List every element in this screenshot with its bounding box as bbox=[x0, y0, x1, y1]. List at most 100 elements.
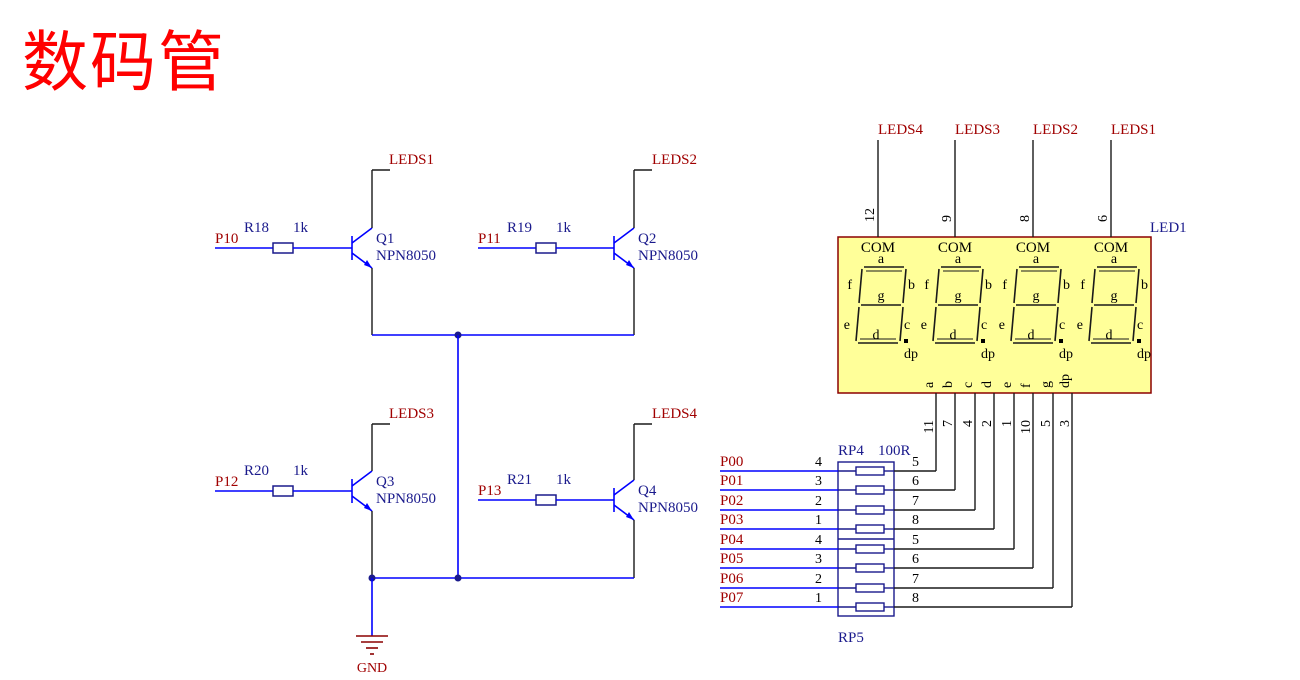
transistor-part-label: NPN8050 bbox=[376, 248, 436, 264]
com-net-label: LEDS3 bbox=[955, 122, 1000, 138]
segment-label-b: b bbox=[1063, 278, 1070, 293]
transistor-collector bbox=[351, 227, 373, 244]
segment-pin-label: dp bbox=[1058, 374, 1073, 388]
network-pin-left: 4 bbox=[815, 455, 822, 470]
com-pin-number: 6 bbox=[1096, 215, 1111, 222]
segment-c bbox=[1132, 306, 1137, 342]
resistor-r18 bbox=[272, 242, 294, 254]
com-net-label: LEDS4 bbox=[878, 122, 924, 138]
segment-label-dp: dp bbox=[904, 347, 918, 362]
segment-label-b: b bbox=[1141, 278, 1148, 293]
net-label-leds3: LEDS3 bbox=[389, 406, 434, 422]
network-pin-right: 5 bbox=[912, 455, 919, 470]
com-net-label: LEDS2 bbox=[1033, 122, 1078, 138]
resistor-r20 bbox=[272, 485, 294, 497]
decimal-point-dot bbox=[981, 339, 985, 343]
segment-f bbox=[1013, 268, 1018, 304]
segment-label-g: g bbox=[1033, 289, 1040, 304]
transistor-collector bbox=[351, 470, 373, 487]
segment-label-c: c bbox=[904, 318, 910, 333]
segment-pin-number: 4 bbox=[961, 420, 976, 427]
net-label-p13: P13 bbox=[478, 483, 501, 499]
segment-label-c: c bbox=[981, 318, 987, 333]
segment-label-a: a bbox=[955, 252, 962, 267]
segment-pin-label: d bbox=[980, 381, 995, 388]
resistor-ref-label: R18 bbox=[244, 220, 269, 236]
com-pin-number: 8 bbox=[1018, 215, 1033, 222]
network-resistor-element bbox=[855, 485, 885, 495]
display-body bbox=[837, 236, 1152, 394]
net-label-leds1: LEDS1 bbox=[389, 152, 434, 168]
network-pin-left: 1 bbox=[815, 591, 822, 606]
decimal-point-dot bbox=[904, 339, 908, 343]
transistor-part-label: NPN8050 bbox=[638, 248, 698, 264]
network-resistor-element bbox=[855, 524, 885, 534]
com-label: COM bbox=[1094, 240, 1128, 256]
com-pin-number: 12 bbox=[863, 208, 878, 222]
segment-label-g: g bbox=[1111, 289, 1118, 304]
decimal-point-dot bbox=[1059, 339, 1063, 343]
segment-f bbox=[858, 268, 863, 304]
segment-label-a: a bbox=[1111, 252, 1118, 267]
transistor-stage-q3: P12 R20 1k LEDS3 Q3 NPN8050 bbox=[215, 406, 436, 578]
resistor-value-label: 1k bbox=[556, 220, 572, 236]
port-net-label: P06 bbox=[720, 571, 744, 587]
segment-label-e: e bbox=[921, 318, 927, 333]
network-resistor-element bbox=[855, 563, 885, 573]
net-label-p10: P10 bbox=[215, 231, 238, 247]
port-net-label: P01 bbox=[720, 473, 743, 489]
network-pin-left: 1 bbox=[815, 513, 822, 528]
segment-label-g: g bbox=[955, 289, 962, 304]
emitter-arrow-icon bbox=[626, 260, 634, 268]
segment-label-dp: dp bbox=[1137, 347, 1151, 362]
network-resistor-element bbox=[855, 544, 885, 554]
resistor-value-label: 1k bbox=[293, 463, 309, 479]
transistor-part-label: NPN8050 bbox=[376, 491, 436, 507]
resistor-value-label: 1k bbox=[293, 220, 309, 236]
resistor-network-ref: RP4 bbox=[838, 443, 864, 459]
emitter-arrow-icon bbox=[364, 260, 372, 268]
segment-label-e: e bbox=[999, 318, 1005, 333]
segment-f bbox=[1091, 268, 1096, 304]
segment-pin-label: a bbox=[922, 381, 937, 388]
port-net-label: P03 bbox=[720, 512, 743, 528]
segment-label-f: f bbox=[1080, 278, 1085, 293]
port-net-label: P05 bbox=[720, 551, 743, 567]
segment-e bbox=[932, 306, 937, 342]
network-pin-left: 2 bbox=[815, 572, 822, 587]
port-net-label: P04 bbox=[720, 532, 744, 548]
segment-label-d: d bbox=[1106, 328, 1113, 343]
emitter-arrow-icon bbox=[626, 512, 634, 520]
segment-label-f: f bbox=[1002, 278, 1007, 293]
segment-b bbox=[1135, 268, 1140, 304]
emitter-arrow-icon bbox=[364, 503, 372, 511]
segment-f bbox=[935, 268, 940, 304]
resistor-ref-label: R20 bbox=[244, 463, 269, 479]
net-label-p11: P11 bbox=[478, 231, 501, 247]
network-pin-left: 3 bbox=[815, 474, 822, 489]
network-resistor-element bbox=[855, 583, 885, 593]
port-row-p01: P01 3 6 bbox=[720, 473, 955, 495]
network-pin-right: 6 bbox=[912, 474, 919, 489]
segment-pin-number: 11 bbox=[922, 420, 937, 433]
com-label: COM bbox=[861, 240, 895, 256]
page-title: 数码管 bbox=[22, 24, 226, 101]
segment-pin-number: 3 bbox=[1058, 420, 1073, 427]
transistor-ref-label: Q4 bbox=[638, 483, 657, 499]
segment-label-dp: dp bbox=[981, 347, 995, 362]
segment-label-d: d bbox=[873, 328, 880, 343]
segment-b bbox=[979, 268, 984, 304]
segment-label-b: b bbox=[908, 278, 915, 293]
segment-label-a: a bbox=[1033, 252, 1040, 267]
